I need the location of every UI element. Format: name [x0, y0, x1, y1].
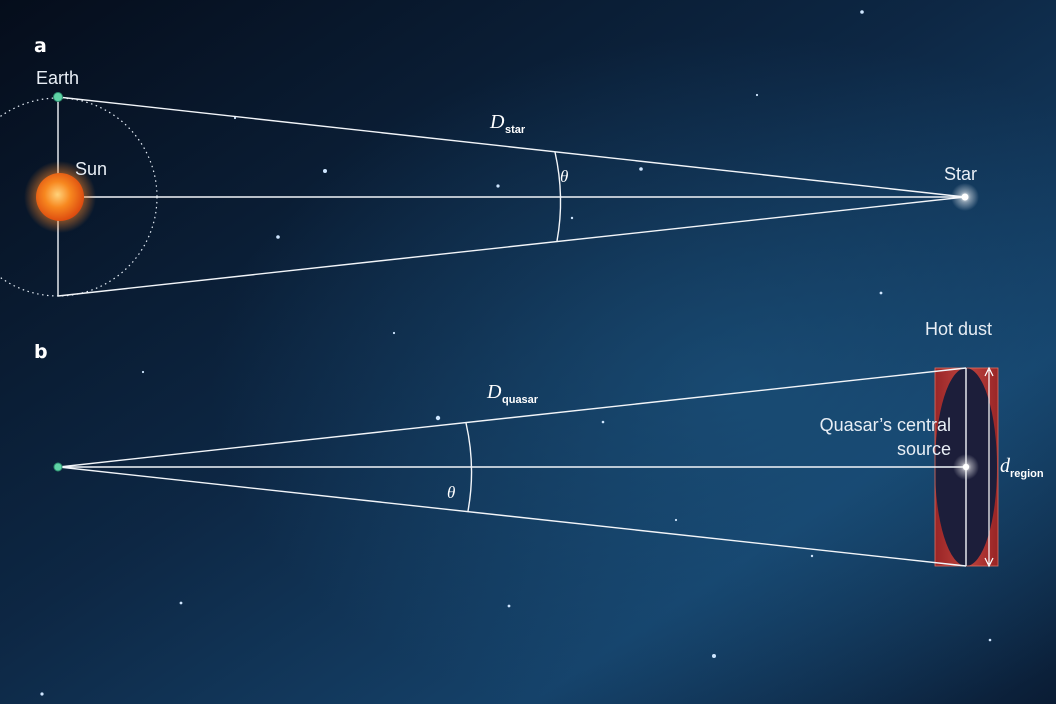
panel-b-label: b: [34, 341, 48, 363]
earth-to-star-upper-line: [57, 96, 966, 198]
distance-star-symbol: D: [489, 111, 505, 133]
distance-quasar-symbol: D: [486, 381, 502, 403]
earth-icon-b: [53, 462, 63, 472]
panel-a: a Earth Sun Star D star θ: [0, 35, 979, 297]
quasar-source-icon: [962, 463, 970, 471]
bg-star: [639, 167, 643, 171]
bg-star: [233, 116, 237, 120]
d-region-symbol: d: [1000, 455, 1011, 477]
bg-star: [755, 93, 759, 97]
bg-star: [179, 601, 183, 605]
d-region-subscript: region: [1010, 468, 1044, 480]
bg-star: [40, 692, 44, 696]
d-region-arrow-bottom: [984, 557, 994, 568]
earth-to-quasar-upper-line: [58, 367, 967, 468]
bg-star: [507, 604, 511, 608]
bg-star: [323, 169, 327, 173]
bg-star: [601, 420, 605, 424]
star-label: Star: [944, 164, 977, 184]
bg-star: [810, 554, 814, 558]
sun-label: Sun: [75, 159, 107, 179]
bg-star: [435, 415, 441, 421]
earth-to-quasar-lower-line: [58, 466, 967, 567]
bg-star: [988, 638, 992, 642]
panel-b: b Hot dust Quasar’s central source D qua…: [34, 319, 1044, 568]
bg-star: [570, 216, 574, 220]
angle-label-a: θ: [560, 167, 568, 186]
bg-star: [860, 10, 864, 14]
star-icon: [961, 193, 969, 201]
bg-star: [879, 291, 883, 295]
d-region-arrow-top: [984, 366, 994, 377]
quasar-source-label-line1: Quasar’s central: [820, 415, 951, 435]
bg-star: [674, 518, 678, 522]
quasar-source-label-line2: source: [897, 439, 951, 459]
bg-star: [392, 331, 396, 335]
angle-label-b: θ: [447, 483, 455, 502]
background-stars: [40, 10, 992, 696]
hot-dust-label: Hot dust: [925, 319, 992, 339]
distance-quasar-subscript: quasar: [502, 394, 539, 406]
bg-star: [141, 370, 145, 374]
bg-star: [712, 654, 716, 658]
bg-star: [496, 184, 500, 188]
bg-star: [276, 235, 280, 239]
distance-star-subscript: star: [505, 124, 526, 136]
earth-to-star-lower-line: [57, 196, 966, 297]
earth-icon: [53, 92, 63, 102]
parallax-angle-arc: [554, 151, 562, 242]
earth-label: Earth: [36, 68, 79, 88]
angular-size-arc: [465, 422, 473, 512]
panel-a-label: a: [34, 35, 47, 57]
sun-icon: [36, 173, 84, 221]
